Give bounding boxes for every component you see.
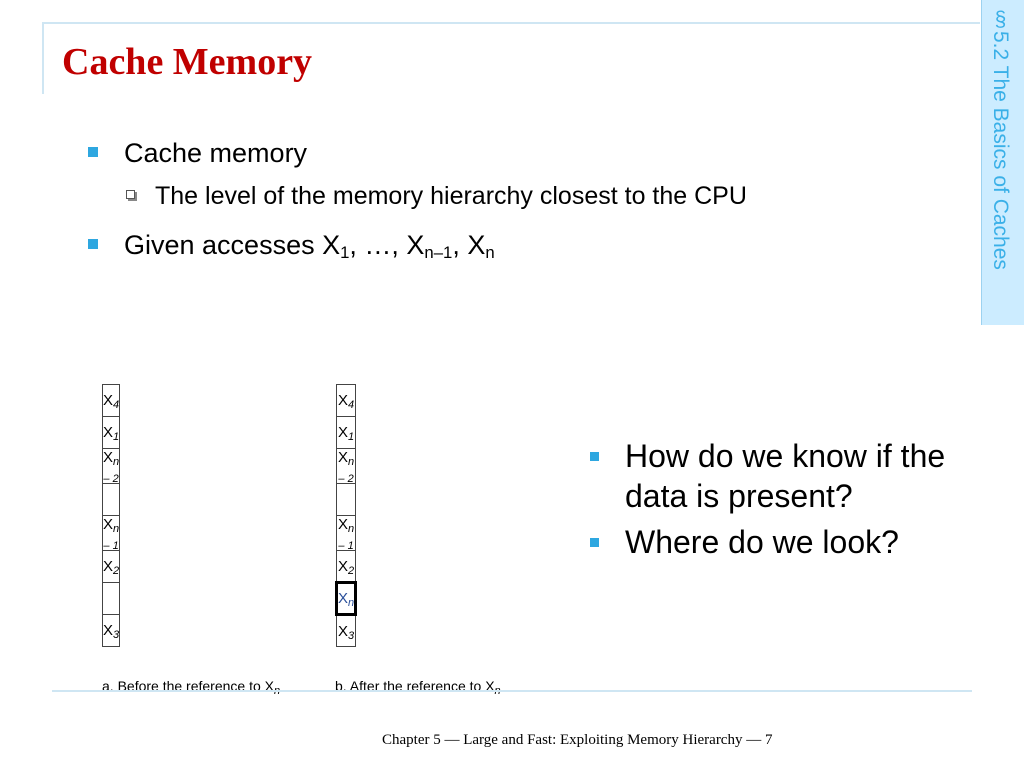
right-bullet-item: Where do we look? [590, 522, 990, 562]
square-bullet-icon [88, 147, 98, 157]
right-bullet-text: Where do we look? [625, 524, 899, 560]
cache-row: X1 [101, 416, 121, 449]
cache-cell [335, 483, 357, 516]
cache-row: X1 [335, 416, 357, 449]
cache-cell: Xn – 1 [101, 515, 121, 552]
cache-row: Xn – 2 [101, 448, 121, 485]
title-top-rule [42, 22, 980, 24]
cache-row: X2 [335, 550, 357, 583]
bullet-text: Cache memory [124, 138, 308, 168]
right-bullet-item: How do we know if the data is present? [590, 436, 990, 516]
cache-cell: Xn – 2 [101, 448, 121, 485]
square-bullet-icon [590, 538, 599, 547]
cache-row [335, 483, 357, 516]
sub-bullet-text: The level of the memory hierarchy closes… [155, 182, 747, 210]
cache-cell: X1 [101, 416, 121, 449]
cache-row: Xn – 1 [101, 515, 121, 552]
cache-row: X4 [335, 384, 357, 417]
cache-cell: X4 [101, 384, 121, 417]
cache-cell: X4 [335, 384, 357, 417]
section-tab [981, 0, 1024, 325]
cache-cell: X2 [101, 550, 121, 583]
cache-row [101, 483, 121, 516]
slide-footer: Chapter 5 — Large and Fast: Exploiting M… [382, 732, 773, 748]
cache-row: X2 [101, 550, 121, 583]
cache-cell [101, 483, 121, 516]
square-bullet-icon [590, 452, 599, 461]
right-bullet-text: How do we know if the data is present? [625, 438, 946, 514]
cache-cell: X2 [335, 550, 357, 583]
cache-cell: X1 [335, 416, 357, 449]
cache-cell: Xn – 2 [335, 448, 357, 485]
cache-cell: Xn – 1 [335, 515, 357, 552]
square-bullet-icon [88, 239, 98, 249]
cache-row: X3 [335, 614, 357, 647]
cache-row: X4 [101, 384, 121, 417]
bullet-item: Given accesses X1, …, Xn–1, Xn [88, 230, 948, 266]
sub-bullet-item: The level of the memory hierarchy closes… [126, 182, 948, 222]
cache-row [101, 582, 121, 615]
cache-row: Xn – 2 [335, 448, 357, 485]
cache-cell [101, 582, 121, 615]
section-label: §5.2 The Basics of Caches [989, 8, 1012, 270]
right-bullet-list: How do we know if the data is present? Wh… [590, 436, 990, 562]
cache-cell: X3 [101, 614, 121, 647]
bullet-text: Given accesses X1, …, Xn–1, Xn [124, 230, 495, 262]
cache-row: Xn – 1 [335, 515, 357, 552]
cache-cell-highlighted: Xn [334, 581, 358, 616]
hollow-square-bullet-icon [126, 190, 135, 199]
footer-rule [52, 690, 972, 692]
cache-row: Xn [334, 581, 358, 616]
slide-title: Cache Memory [62, 41, 313, 83]
cache-cell: X3 [335, 614, 357, 647]
bullet-list: Cache memory The level of the memory hie… [88, 138, 948, 266]
title-left-rule [42, 22, 44, 94]
cache-row: X3 [101, 614, 121, 647]
bullet-item: Cache memory [88, 138, 948, 174]
